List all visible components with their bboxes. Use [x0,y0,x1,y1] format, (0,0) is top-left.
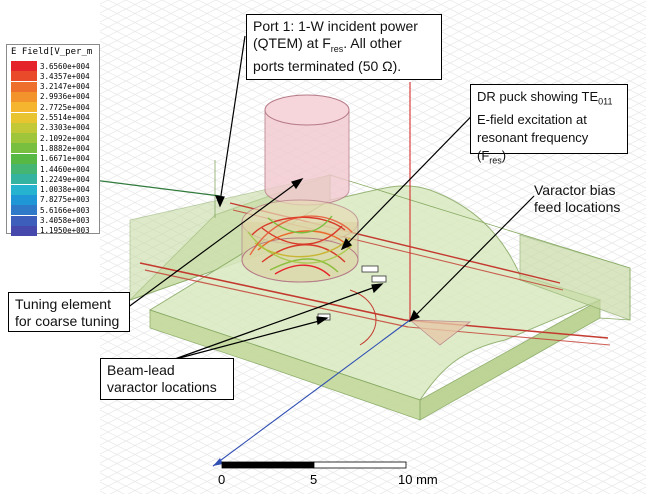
legend-value: 1.1950e+003 [40,226,90,236]
legend-swatch [11,81,37,92]
legend-row: 2.5514e+004 [11,112,90,123]
scale-bar [221,461,407,469]
legend-value: 3.6560e+004 [40,61,90,71]
legend-swatch [11,164,37,174]
callout-tuning-element: Tuning element for coarse tuning [8,292,130,332]
legend-row: 3.4058e+003 [11,215,90,226]
legend-row: 1.8882e+004 [11,143,90,154]
legend-row: 2.3303e+004 [11,122,90,133]
legend-row: 2.7725e+004 [11,102,90,113]
callout-tuning-line1: Tuning element [15,296,111,312]
legend-value: 1.2249e+004 [40,174,90,184]
legend-swatch [11,225,37,236]
e-field-vectors [247,215,353,277]
legend-row: 3.2147e+004 [11,81,90,92]
legend-row: 1.6671e+004 [11,153,90,164]
callout-beam-lead: Beam-lead varactor locations [100,358,234,400]
legend-row: 2.9936e+004 [11,91,90,102]
legend-swatch [11,205,37,216]
legend-swatch [11,194,37,205]
callout-tuning-line2: for coarse tuning [15,313,120,329]
legend-swatch [11,153,37,164]
legend-swatch [11,133,37,144]
callout-dr-puck: DR puck showing TE011 E-field excitation… [470,84,628,165]
legend-value: 3.4357e+004 [40,71,90,81]
legend-swatch [11,184,37,195]
callout-beam-line1: Beam-lead [107,362,175,378]
callout-port-line2: (QTEM) at Fres. All other [253,35,402,54]
scale-tick-10: 10 mm [398,472,438,487]
scale-tick-5: 5 [310,472,318,487]
legend-value: 5.6166e+003 [40,205,90,215]
callout-dr-line1: DR puck showing TE011 [477,89,613,107]
callout-beam-line2: varactor locations [107,379,217,395]
legend-swatch [11,61,37,71]
legend-title: E Field[V_per_m [11,47,93,57]
legend-value: 7.8275e+003 [40,195,90,205]
legend-swatch [11,122,37,133]
callout-dr-line3: resonant frequency (Fres) [477,129,589,166]
dr-puck [241,94,359,283]
legend-value: 2.1092e+004 [40,133,90,143]
callout-varactor-bias: Varactor bias feed locations [530,180,642,220]
legend-row: 1.2249e+004 [11,174,90,185]
legend-row: 3.6560e+004 [11,61,90,71]
callout-port: Port 1: 1-W incident power (QTEM) at Fre… [246,14,442,80]
callout-dr-line2: E-field excitation at [477,111,587,127]
callout-bias-line1: Varactor bias [534,182,616,198]
legend-row: 7.8275e+003 [11,194,90,205]
legend-value: 1.4460e+004 [40,164,90,174]
legend-swatch [11,112,37,123]
legend-value: 3.2147e+004 [40,82,90,92]
legend-swatch [11,215,37,226]
legend-value: 1.0038e+004 [40,185,90,195]
callout-bias-line2: feed locations [534,199,621,215]
legend-row: 1.1950e+003 [11,225,90,236]
legend-row: 5.6166e+003 [11,205,90,216]
legend-value: 2.3303e+004 [40,123,90,133]
coordinate-axes [212,82,411,467]
legend-value: 1.8882e+004 [40,143,90,153]
legend-swatch [11,143,37,154]
legend-value: 2.5514e+004 [40,113,90,122]
callout-port-line3: ports terminated (50 Ω). [253,57,402,74]
legend-value: 2.9936e+004 [40,92,90,102]
legend-value: 2.7725e+004 [40,102,90,112]
legend-value: 3.4058e+003 [40,216,90,225]
legend-row: 2.1092e+004 [11,133,90,144]
legend-swatch [11,102,37,113]
legend-swatch [11,174,37,185]
legend-row: 1.4460e+004 [11,164,90,174]
legend-row: 3.4357e+004 [11,71,90,82]
scale-tick-0: 0 [218,472,226,487]
legend-swatch [11,71,37,82]
callout-port-line1: Port 1: 1-W incident power [253,18,418,34]
legend-value: 1.6671e+004 [40,154,90,164]
legend-row: 1.0038e+004 [11,184,90,195]
legend-swatch [11,91,37,102]
